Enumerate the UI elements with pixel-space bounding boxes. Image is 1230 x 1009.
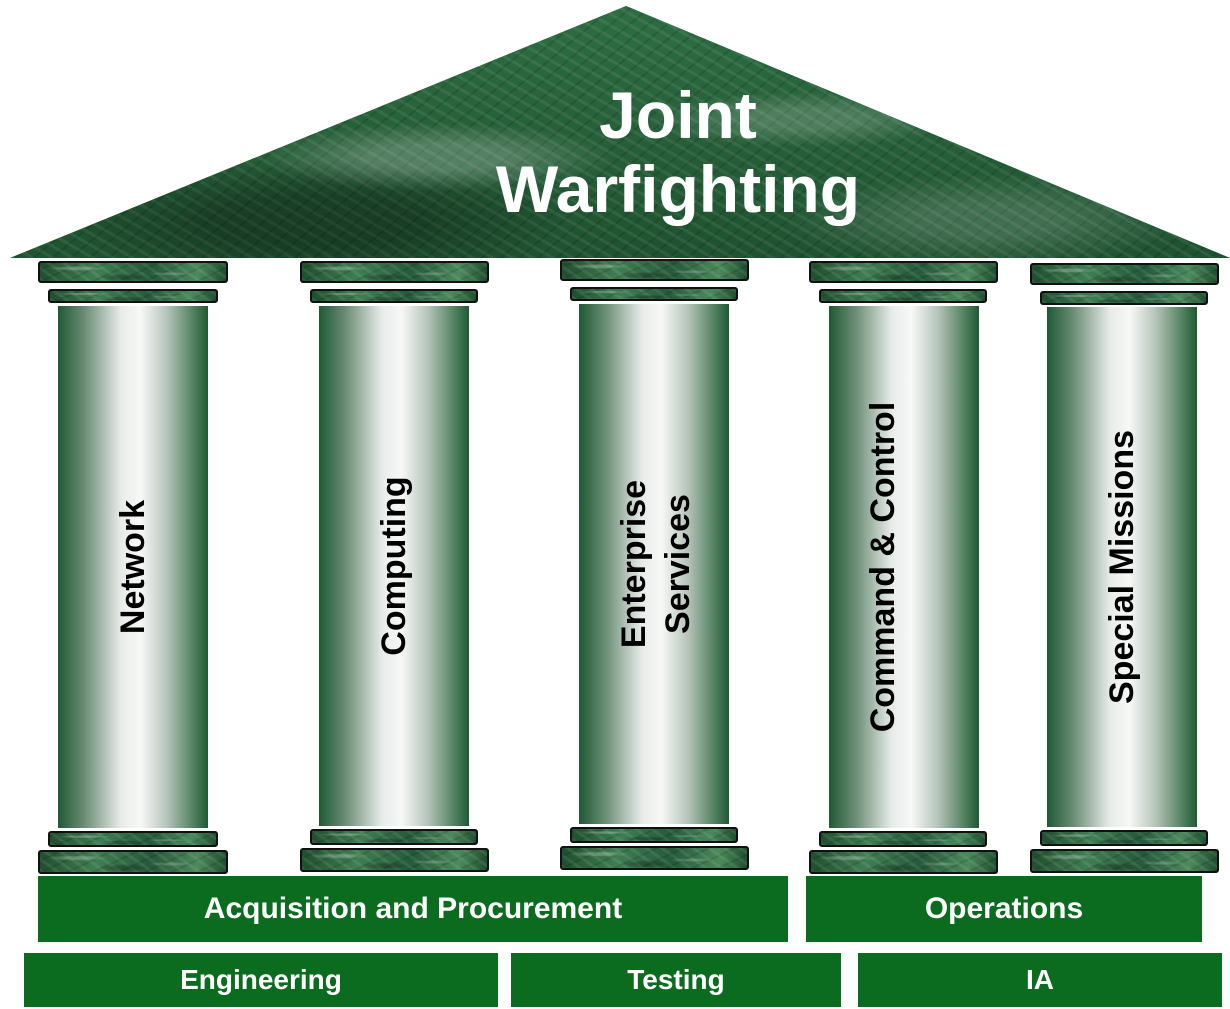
roof-title-line1: Joint (599, 78, 757, 152)
pillar-command-control-label-line1: Command & Control (864, 401, 902, 733)
pillar-computing-top-ring (310, 289, 478, 303)
pillar-command-control-label: Command & Control (861, 402, 905, 733)
pillar-special-missions-base-ring (1040, 830, 1208, 846)
pillar-command-control-base-ring (819, 831, 987, 847)
pillar-command-control-top-ring (819, 289, 987, 303)
foundation-operations: Operations (806, 876, 1202, 942)
pillar-network-base-plinth (38, 850, 228, 874)
pillar-special-missions-label-line1: Special Missions (1103, 430, 1141, 704)
pillar-computing-shaft: Computing (319, 306, 469, 826)
foundation-acquisition-procurement: Acquisition and Procurement (38, 876, 788, 942)
foundation-testing: Testing (511, 953, 841, 1007)
pillar-special-missions-label: Special Missions (1100, 430, 1144, 704)
pillar-enterprise-services-shaft: Enterprise Services (579, 304, 729, 824)
pillar-enterprise-services-base-plinth (560, 846, 749, 870)
pillar-special-missions-base-plinth (1030, 849, 1219, 873)
pillar-special-missions-top-cap (1030, 263, 1219, 285)
foundation-ia: IA (858, 953, 1222, 1007)
pillar-network-top-cap (38, 261, 228, 283)
roof-title: Joint Warfighting (372, 78, 984, 226)
pillar-enterprise-services-top-ring (570, 287, 738, 301)
foundation-ia-label: IA (1026, 964, 1054, 995)
foundation-engineering-label: Engineering (180, 964, 342, 995)
pillar-computing-label-line1: Computing (375, 476, 413, 656)
pillar-command-control-top-cap (809, 261, 998, 283)
pillar-computing-base-ring (310, 829, 478, 845)
pillar-enterprise-services-label-line2: Services (658, 494, 697, 634)
foundation-operations-label: Operations (924, 892, 1084, 925)
pillar-network-top-ring (48, 289, 218, 303)
pillar-command-control-base-plinth (809, 850, 998, 874)
pillar-command-control-shaft: Command & Control (829, 306, 979, 828)
pillar-enterprise-services-top-cap (560, 259, 749, 281)
pillar-computing-base-plinth (300, 848, 489, 872)
pillar-enterprise-services-label: Enterprise Services (612, 480, 700, 648)
pillar-network-label-line1: Network (114, 499, 152, 635)
foundation-acquisition-procurement-label: Acquisition and Procurement (203, 892, 623, 925)
pillar-enterprise-services-label-line1: Enterprise (614, 479, 653, 649)
pillar-special-missions-top-ring (1040, 291, 1208, 305)
roof-title-line2: Warfighting (495, 152, 861, 226)
pillar-network-base-ring (48, 831, 218, 847)
pillar-network-label: Network (111, 500, 155, 634)
pillar-computing-top-cap (300, 261, 489, 283)
foundation-testing-label: Testing (627, 964, 725, 995)
foundation-engineering: Engineering (24, 953, 498, 1007)
pillar-special-missions-shaft: Special Missions (1047, 307, 1197, 827)
pillar-enterprise-services-base-ring (570, 827, 738, 843)
pillar-computing-label: Computing (372, 476, 416, 655)
pillar-network-shaft: Network (58, 306, 208, 828)
